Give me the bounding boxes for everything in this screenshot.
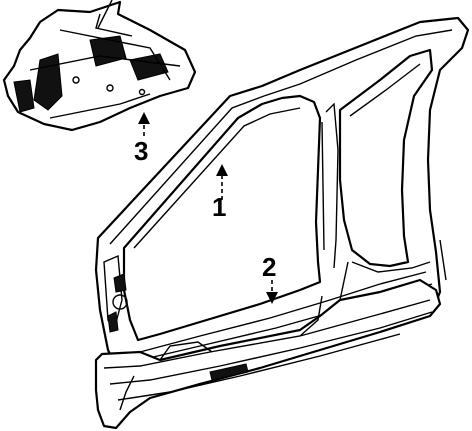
callout-2-label: 2 [262, 252, 276, 282]
rocker-panel-part-2 [94, 261, 442, 430]
callout-3-arrowhead [138, 112, 150, 124]
callout-1: 1 [212, 164, 228, 222]
callout-3-label: 3 [134, 136, 148, 166]
callout-2: 2 [262, 252, 278, 304]
callout-1-arrowhead [216, 164, 228, 176]
callout-1-label: 1 [212, 192, 226, 222]
callout-3: 3 [134, 112, 150, 166]
callout-2-arrowhead [266, 292, 278, 304]
dash-side-bracket-part-3 [2, 0, 197, 132]
